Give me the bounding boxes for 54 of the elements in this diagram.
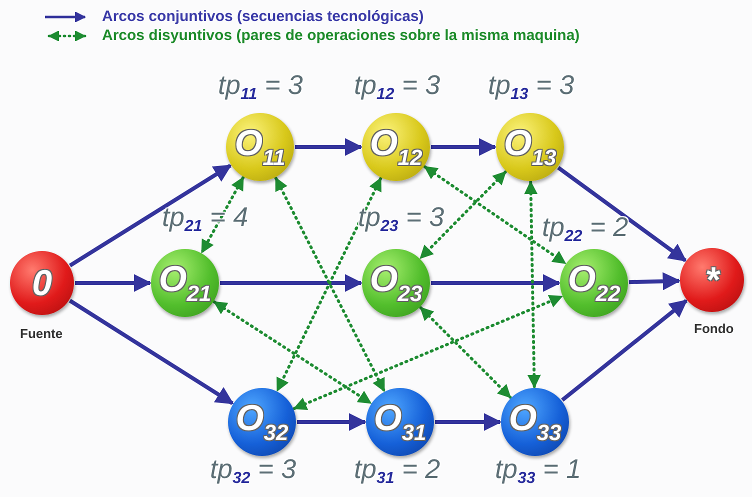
operation-node bbox=[496, 113, 564, 181]
legend-text: Arcos conjuntivos (secuencias tecnológicas) bbox=[102, 8, 424, 25]
operation-node bbox=[560, 249, 628, 317]
node-label: O$_{32}$ bbox=[236, 400, 288, 444]
node-label: O$_{31}$ bbox=[374, 400, 426, 444]
node-label: O$_{21}$ bbox=[158, 261, 212, 305]
arrow bbox=[68, 298, 234, 405]
dotted-arrow bbox=[419, 306, 512, 399]
arrow bbox=[75, 274, 152, 292]
node-label: O$_{23}$ bbox=[370, 261, 422, 305]
processing-time-label: tp$_{13}$ = 3 bbox=[488, 72, 574, 103]
operation-node bbox=[362, 249, 430, 317]
processing-time-label: tp$_{12}$ = 3 bbox=[354, 72, 440, 103]
arrow bbox=[435, 413, 502, 431]
node-label: O$_{12}$ bbox=[370, 125, 422, 169]
processing-time-label: tp$_{33}$ = 1 bbox=[495, 456, 582, 487]
terminal-node bbox=[680, 248, 744, 312]
arrow bbox=[431, 138, 497, 156]
arrow bbox=[628, 272, 681, 290]
node-label: O$_{22}$ bbox=[568, 261, 620, 305]
processing-time-label: tp$_{11}$ = 3 bbox=[218, 72, 303, 103]
dotted-arrow bbox=[524, 180, 541, 388]
legend-text: Arcos disyuntivos (pares de operaciones sobre la misma maquina) bbox=[102, 27, 580, 44]
node-caption: Fondo bbox=[694, 321, 734, 336]
arrow bbox=[68, 164, 232, 268]
processing-time-label: tp$_{32}$ = 3 bbox=[210, 456, 296, 487]
node-caption: Fuente bbox=[20, 326, 63, 341]
operation-node bbox=[366, 388, 434, 456]
processing-time-label: tp$_{23}$ = 3 bbox=[358, 204, 444, 235]
terminal-node bbox=[10, 251, 74, 315]
processing-time-label: tp$_{22}$ = 2 bbox=[542, 214, 628, 245]
arrow bbox=[295, 138, 363, 156]
dotted-arrow bbox=[200, 176, 245, 254]
operation-node bbox=[501, 388, 569, 456]
node-label: 0 bbox=[32, 265, 52, 301]
arrow bbox=[557, 166, 687, 262]
arrow bbox=[561, 299, 688, 402]
node-label: * bbox=[704, 262, 719, 298]
arrow bbox=[220, 274, 363, 292]
operation-node bbox=[151, 249, 219, 317]
operation-node bbox=[226, 113, 294, 181]
node-label: O$_{13}$ bbox=[504, 125, 556, 169]
dotted-arrow bbox=[212, 300, 372, 404]
processing-time-label: tp$_{31}$ = 2 bbox=[354, 456, 440, 487]
arrow bbox=[297, 413, 367, 431]
arrow bbox=[431, 274, 561, 292]
dotted-arrow bbox=[423, 165, 567, 265]
processing-time-label: tp$_{21}$ = 4 bbox=[162, 204, 248, 235]
node-label: O$_{33}$ bbox=[508, 400, 562, 444]
node-label: O$_{11}$ bbox=[234, 125, 286, 169]
dotted-arrow bbox=[419, 170, 507, 260]
operation-node bbox=[228, 388, 296, 456]
dotted-arrow bbox=[292, 294, 564, 410]
operation-node bbox=[362, 113, 430, 181]
